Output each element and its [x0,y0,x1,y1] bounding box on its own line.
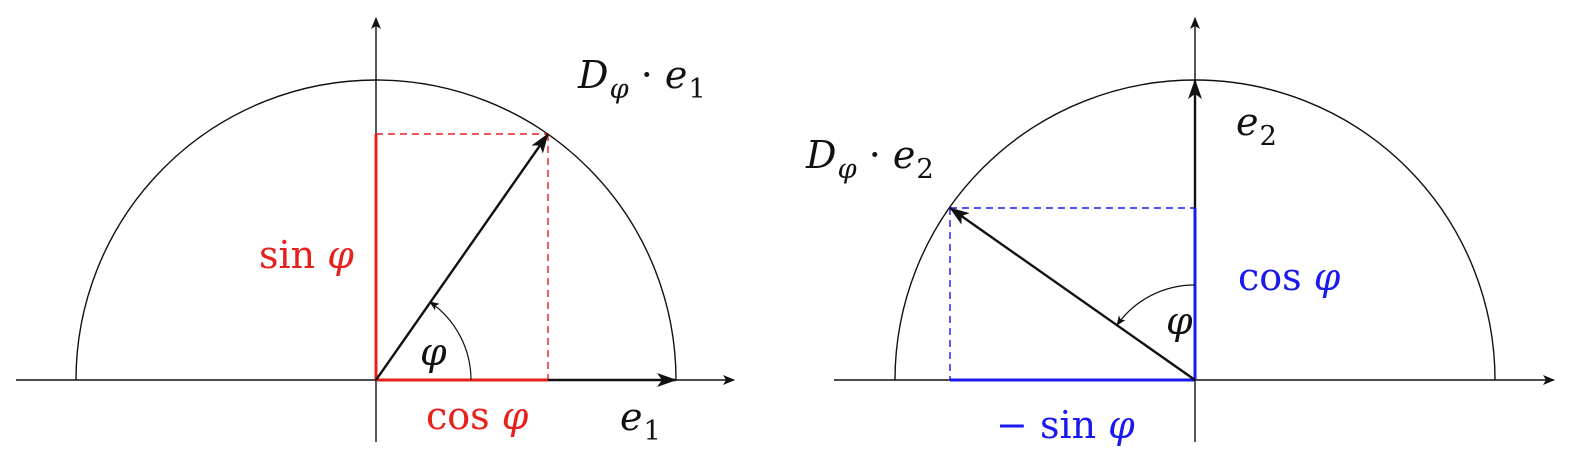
right-angle-label: φ [1166,299,1193,343]
right-panel [834,17,1555,442]
right-rotated-vector-label: Dφ · e2 [806,133,934,185]
left-rotated-vector [375,133,549,381]
left-sin-label: sin φ [259,233,354,277]
left-panel [16,17,735,442]
left-e1-axis-label: e1 [620,395,661,447]
left-angle-arc [429,301,472,381]
right-rotated-vector [949,207,1196,381]
right-minus-sin-label: − sin φ [996,403,1135,447]
right-angle-arc [1116,284,1196,326]
left-angle-label: φ [420,330,447,374]
left-cos-label: cos φ [426,394,529,438]
left-rotated-vector-label: Dφ · e1 [578,53,706,105]
right-cos-label: cos φ [1238,255,1341,299]
right-e2-label: e2 [1236,100,1277,152]
